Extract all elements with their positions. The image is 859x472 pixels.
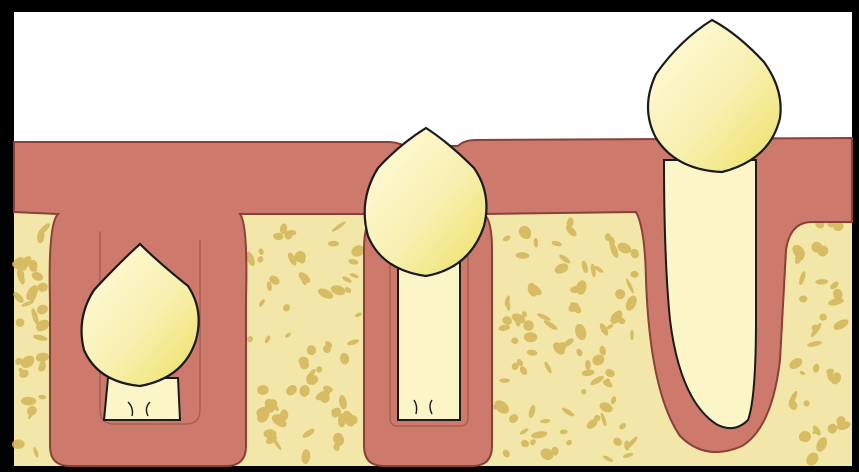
tooth-erupting-root — [398, 262, 460, 420]
bone-spot — [630, 330, 634, 340]
bone-spot — [499, 378, 510, 382]
bone-spot — [328, 241, 339, 247]
